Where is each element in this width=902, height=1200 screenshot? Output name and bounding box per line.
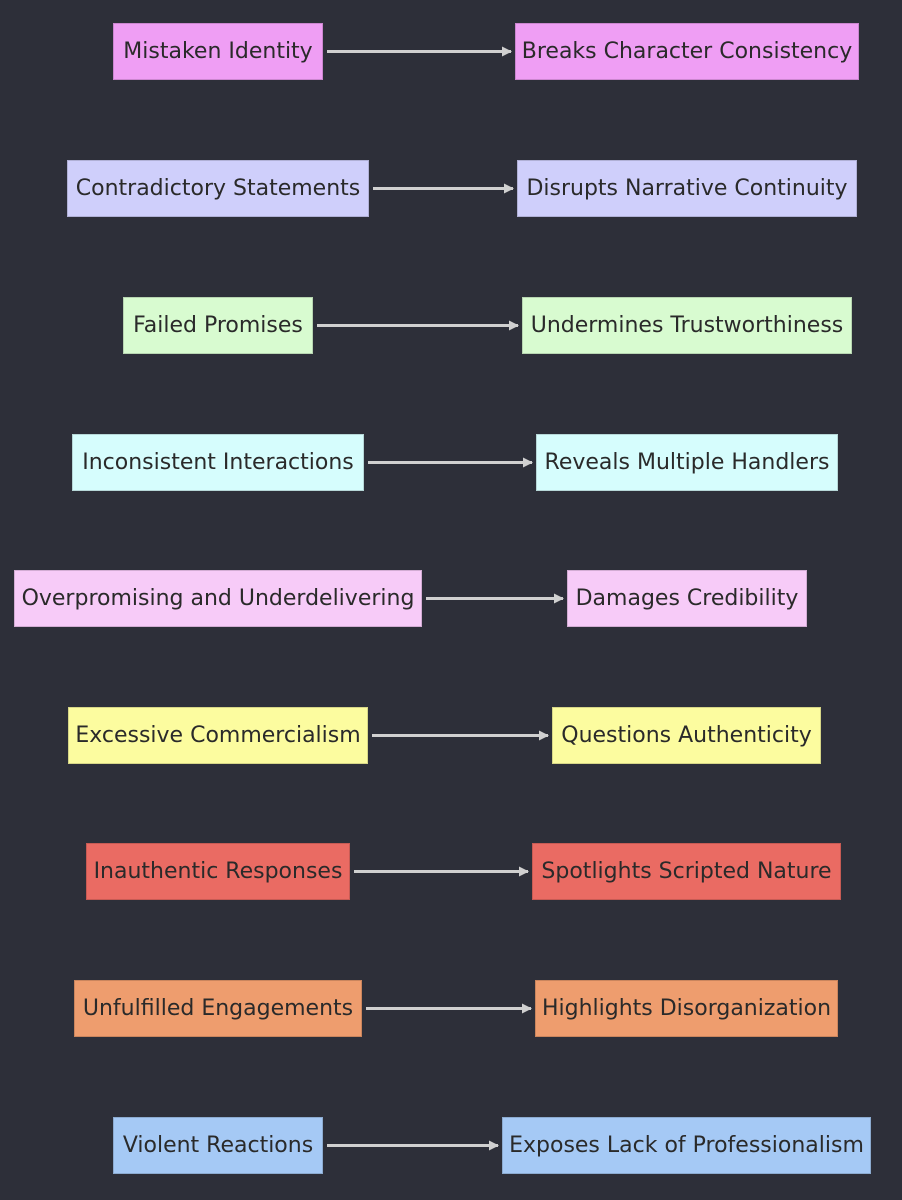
effect-node: Damages Credibility (567, 570, 807, 627)
cause-node: Mistaken Identity (113, 23, 323, 80)
effect-node: Reveals Multiple Handlers (536, 434, 838, 491)
cause-node: Excessive Commercialism (68, 707, 368, 764)
effect-node: Highlights Disorganization (535, 980, 838, 1037)
effect-node: Undermines Trustworthiness (522, 297, 852, 354)
cause-node: Inconsistent Interactions (72, 434, 364, 491)
cause-node: Contradictory Statements (67, 160, 369, 217)
effect-node: Spotlights Scripted Nature (532, 843, 841, 900)
cause-node: Failed Promises (123, 297, 313, 354)
cause-node: Overpromising and Underdelivering (14, 570, 422, 627)
cause-node: Unfulfilled Engagements (74, 980, 362, 1037)
cause-node: Violent Reactions (113, 1117, 323, 1174)
cause-node: Inauthentic Responses (86, 843, 350, 900)
effect-node: Questions Authenticity (552, 707, 821, 764)
effect-node: Disrupts Narrative Continuity (517, 160, 857, 217)
effect-node: Exposes Lack of Professionalism (502, 1117, 871, 1174)
effect-node: Breaks Character Consistency (515, 23, 859, 80)
